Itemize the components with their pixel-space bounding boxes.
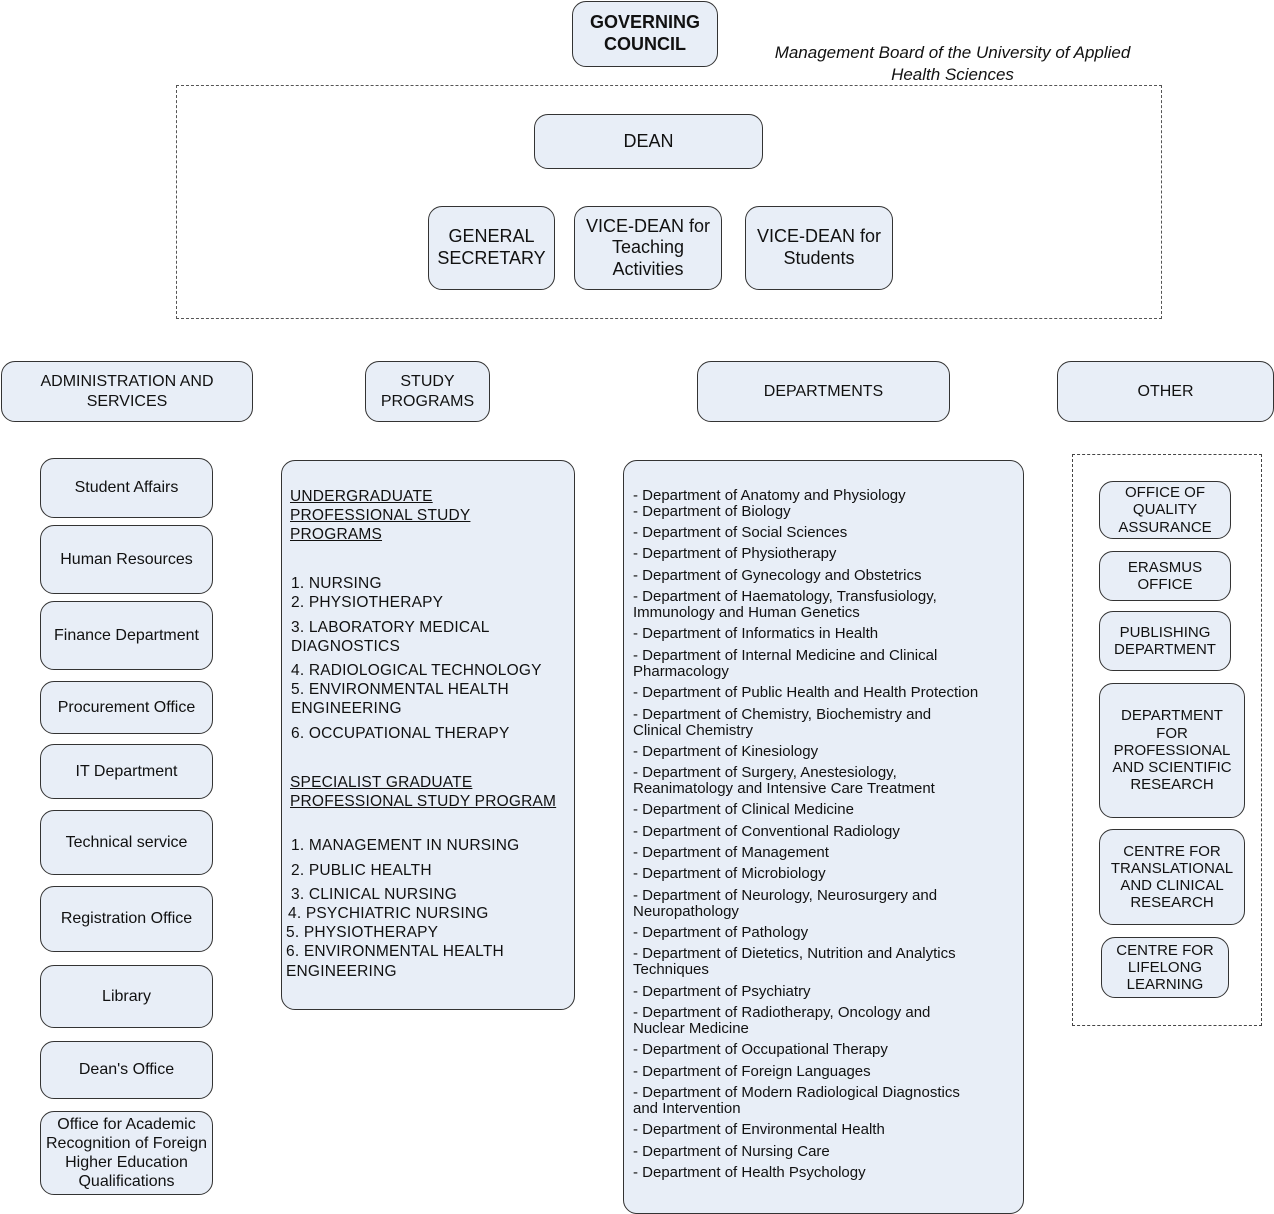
study-programs-header-box: STUDY PROGRAMS — [365, 361, 490, 422]
department-line: - Department of Conventional Radiology — [633, 823, 900, 840]
other-frame — [1072, 454, 1262, 1026]
department-line: Immunology and Human Genetics — [633, 604, 860, 621]
department-line: Techniques — [633, 961, 709, 978]
other-item: PUBLISHING DEPARTMENT — [1099, 611, 1231, 671]
undergrad-title: PROFESSIONAL STUDY — [290, 507, 471, 524]
admin-item: Student Affairs — [40, 458, 213, 518]
department-line: - Department of Biology — [633, 503, 791, 520]
department-line: Nuclear Medicine — [633, 1020, 749, 1037]
program-item: 6. OCCUPATIONAL THERAPY — [291, 725, 510, 742]
other-item: OFFICE OF QUALITY ASSURANCE — [1099, 481, 1231, 539]
department-line: - Department of Internal Medicine and Cl… — [633, 647, 938, 664]
program-item: ENGINEERING — [291, 700, 402, 717]
other-item: CENTRE FOR TRANSLATIONAL AND CLINICAL RE… — [1099, 829, 1245, 925]
department-line: - Department of Neurology, Neurosurgery … — [633, 887, 938, 904]
department-line: - Department of Anatomy and Physiology — [633, 487, 906, 504]
department-line: - Department of Health Psychology — [633, 1164, 866, 1181]
department-line: - Department of Nursing Care — [633, 1143, 830, 1160]
department-line: - Department of Kinesiology — [633, 743, 819, 760]
program-item: 1. NURSING — [291, 575, 382, 592]
program-item: 2. PUBLIC HEALTH — [291, 862, 432, 879]
admin-item: Registration Office — [40, 886, 213, 952]
program-item: 1. MANAGEMENT IN NURSING — [291, 837, 520, 854]
program-item: DIAGNOSTICS — [291, 638, 400, 655]
department-line: - Department of Social Sciences — [633, 524, 848, 541]
department-line: - Department of Gynecology and Obstetric… — [633, 567, 922, 584]
study-programs-panel — [281, 460, 575, 1010]
department-line: - Department of Public Health and Health… — [633, 684, 979, 701]
other-item: ERASMUS OFFICE — [1099, 551, 1231, 601]
other-item: DEPARTMENT FOR PROFESSIONAL AND SCIENTIF… — [1099, 683, 1245, 818]
department-line: and Intervention — [633, 1100, 741, 1117]
departments-panel — [623, 460, 1024, 1214]
admin-item: Library — [40, 965, 213, 1028]
admin-header-box: ADMINISTRATION AND SERVICES — [1, 361, 253, 422]
department-line: - Department of Modern Radiological Diag… — [633, 1084, 960, 1101]
department-line: Clinical Chemistry — [633, 722, 754, 739]
admin-item: IT Department — [40, 744, 213, 799]
specialist-title: PROFESSIONAL STUDY PROGRAM — [290, 793, 557, 810]
general-secretary-box: GENERAL SECRETARY — [428, 206, 555, 290]
program-item: 3. LABORATORY MEDICAL — [291, 619, 490, 636]
dean-box: DEAN — [534, 114, 763, 169]
other-header-box: OTHER — [1057, 361, 1274, 422]
vice-dean-students-box: VICE-DEAN for Students — [745, 206, 893, 290]
department-line: - Department of Clinical Medicine — [633, 801, 854, 818]
program-item: 4. PSYCHIATRIC NURSING — [288, 905, 489, 922]
other-item: CENTRE FOR LIFELONG LEARNING — [1101, 937, 1229, 998]
department-line: - Department of Informatics in Health — [633, 625, 879, 642]
department-line: - Department of Foreign Languages — [633, 1063, 871, 1080]
management-board-frame — [176, 85, 1162, 319]
department-line: - Department of Psychiatry — [633, 983, 811, 1000]
department-line: - Department of Physiotherapy — [633, 545, 837, 562]
admin-item: Technical service — [40, 810, 213, 875]
department-line: - Department of Chemistry, Biochemistry … — [633, 706, 932, 723]
program-item: 5. ENVIRONMENTAL HEALTH — [291, 681, 509, 698]
department-line: - Department of Haematology, Transfusiol… — [633, 588, 937, 605]
department-line: - Department of Surgery, Anestesiology, — [633, 764, 897, 781]
department-line: - Department of Dietetics, Nutrition and… — [633, 945, 956, 962]
admin-item: Finance Department — [40, 601, 213, 670]
specialist-title: SPECIALIST GRADUATE — [290, 774, 473, 791]
program-item: 2. PHYSIOTHERAPY — [291, 594, 444, 611]
department-line: Reanimatology and Intensive Care Treatme… — [633, 780, 935, 797]
program-item: 6. ENVIRONMENTAL HEALTH — [286, 943, 504, 960]
department-line: - Department of Pathology — [633, 924, 809, 941]
departments-header-box: DEPARTMENTS — [697, 361, 950, 422]
department-line: - Department of Occupational Therapy — [633, 1041, 888, 1058]
admin-item: Office for Academic Recognition of Forei… — [40, 1111, 213, 1195]
management-board-label: Management Board of the University of Ap… — [774, 43, 1131, 85]
program-item: 5. PHYSIOTHERAPY — [286, 924, 439, 941]
vice-dean-teaching-box: VICE-DEAN for Teaching Activities — [574, 206, 722, 290]
admin-item: Human Resources — [40, 525, 213, 594]
program-item: ENGINEERING — [286, 963, 397, 980]
department-line: Neuropathology — [633, 903, 739, 920]
department-line: - Department of Management — [633, 844, 829, 861]
admin-item: Procurement Office — [40, 681, 213, 734]
department-line: - Department of Environmental Health — [633, 1121, 885, 1138]
department-line: Pharmacology — [633, 663, 729, 680]
program-item: 4. RADIOLOGICAL TECHNOLOGY — [291, 662, 542, 679]
department-line: - Department of Microbiology — [633, 865, 826, 882]
undergrad-title: UNDERGRADUATE — [290, 488, 433, 505]
department-line: - Department of Radiotherapy, Oncology a… — [633, 1004, 931, 1021]
undergrad-title: PROGRAMS — [290, 526, 383, 543]
program-item: 3. CLINICAL NURSING — [291, 886, 458, 903]
admin-item: Dean's Office — [40, 1041, 213, 1099]
governing-council-box: GOVERNING COUNCIL — [572, 1, 718, 67]
